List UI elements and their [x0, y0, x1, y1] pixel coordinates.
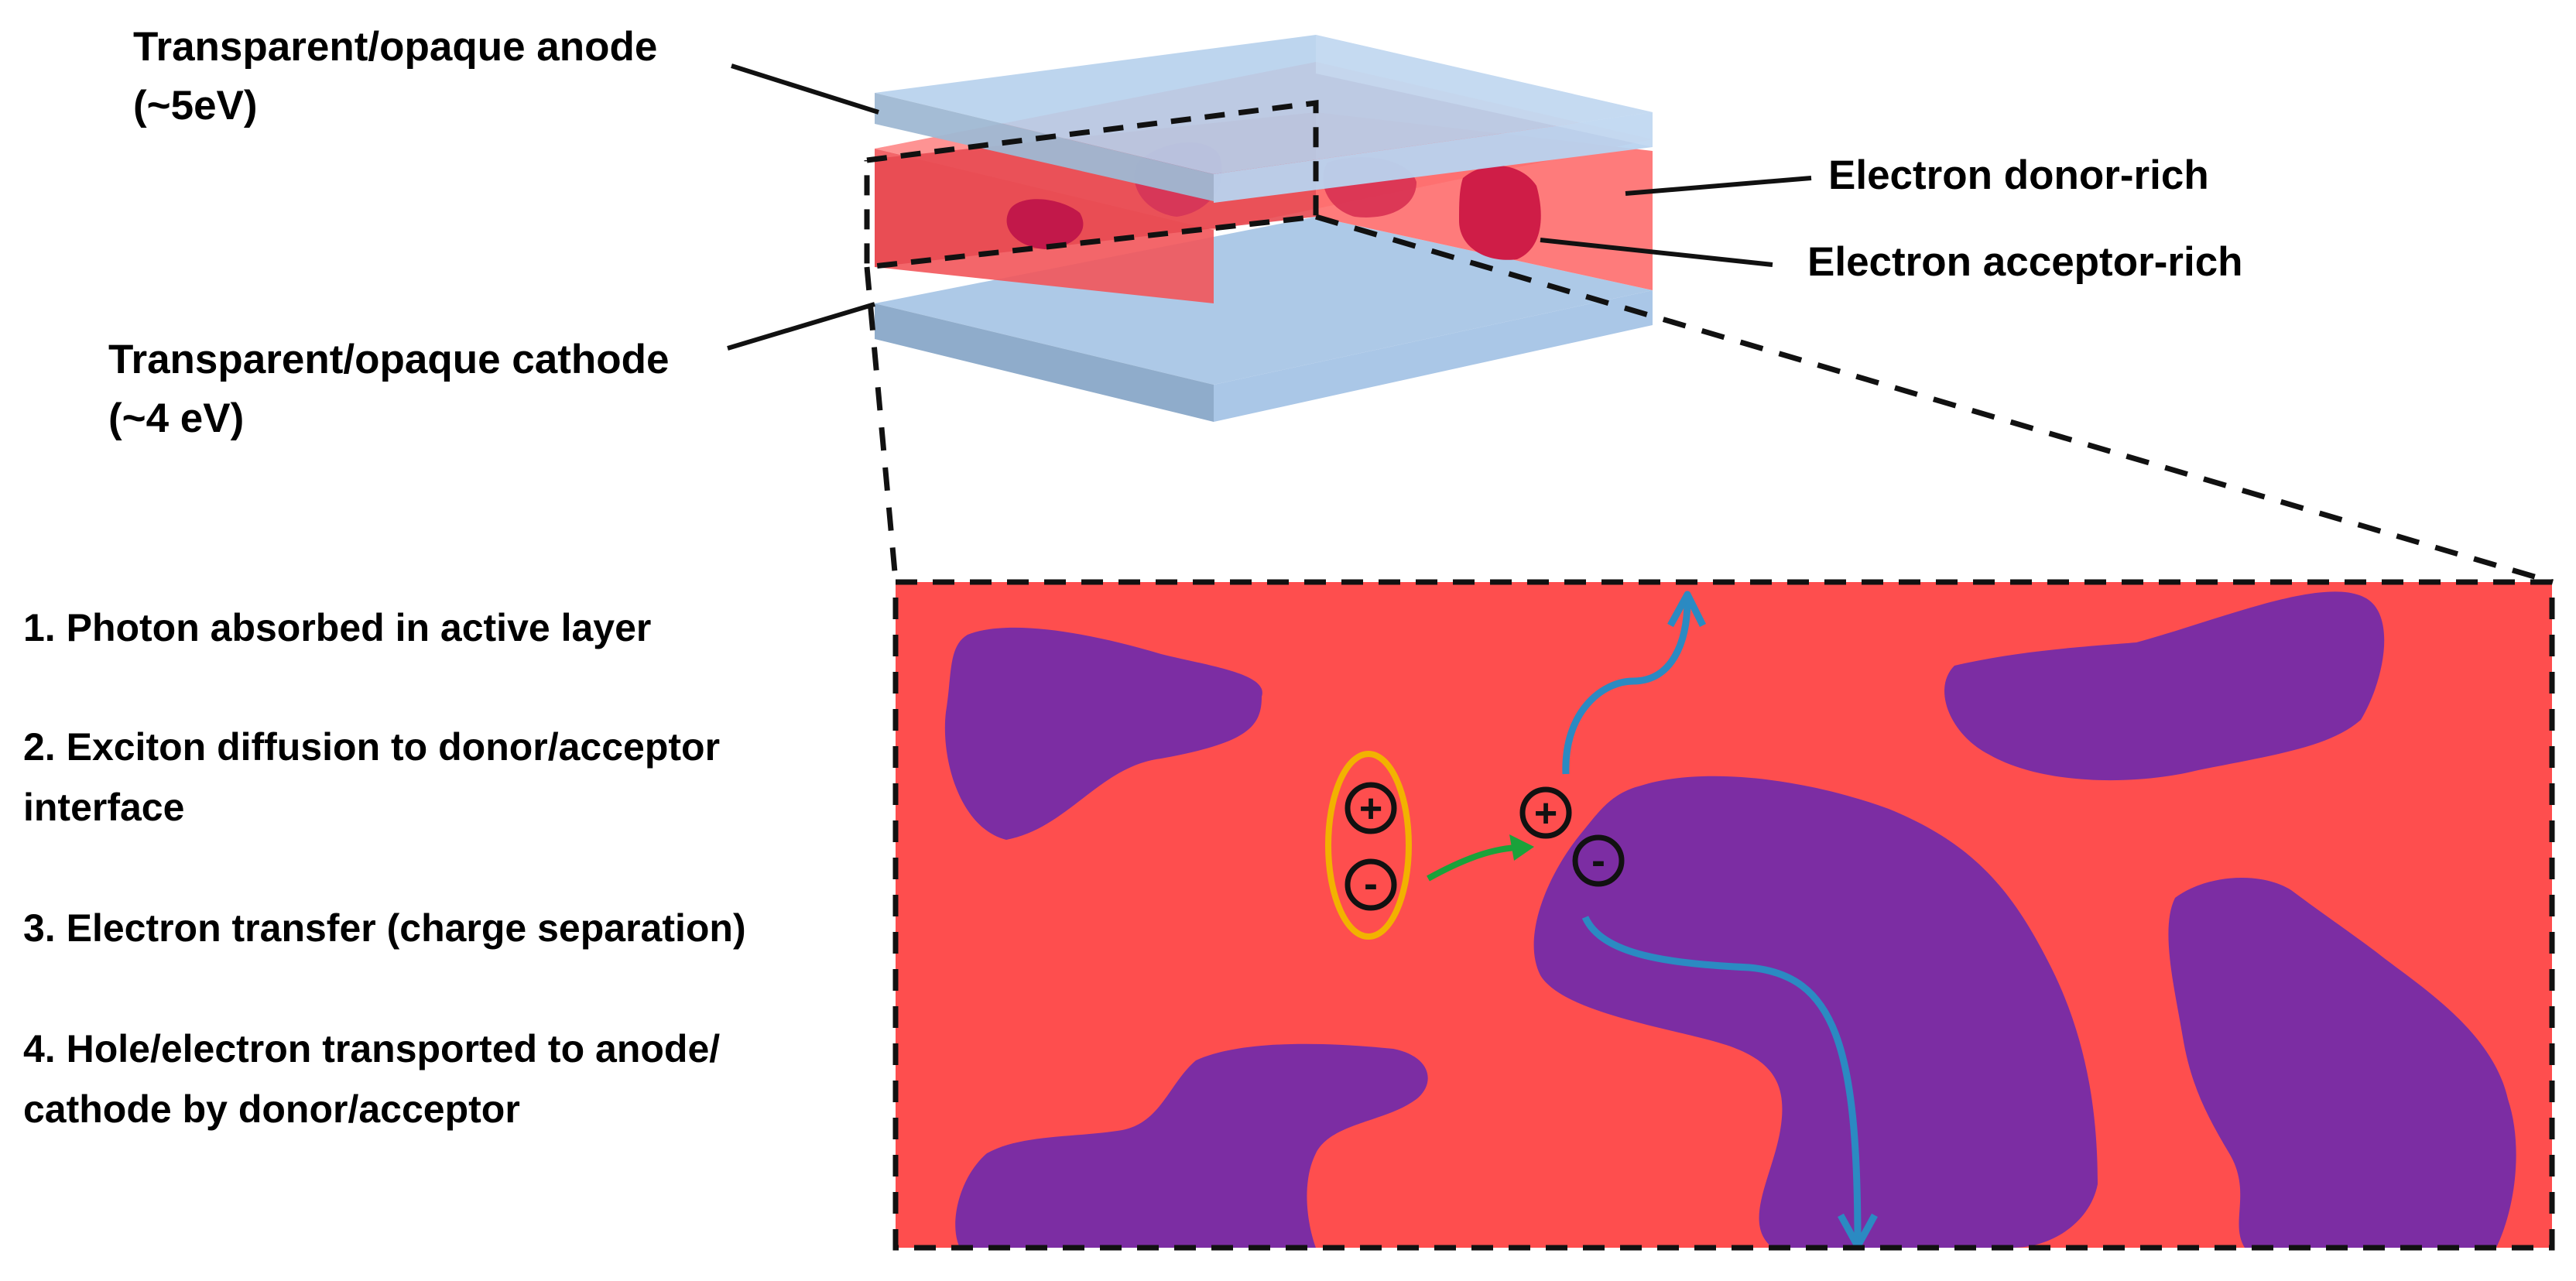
donor-label-text: Electron donor-rich [1828, 152, 2209, 198]
anode-label: Transparent/opaque anode [133, 26, 657, 67]
zoom-line-left [864, 266, 899, 581]
cathode-label-line1: Transparent/opaque cathode [108, 337, 670, 382]
acceptor-label-text: Electron acceptor-rich [1807, 239, 2243, 285]
exciton-ring [1325, 751, 1412, 940]
step-3: 3. Electron transfer (charge separation) [23, 909, 746, 947]
cathode-layer [875, 217, 1653, 422]
step-4-text-line2: cathode by donor/acceptor [23, 1087, 520, 1131]
step-2-text-line2: interface [23, 786, 185, 829]
cathode-label: Transparent/opaque cathode [108, 339, 669, 380]
acceptor-domain [944, 627, 1262, 840]
hole-symbol: + [1534, 791, 1557, 836]
step-1-text: 1. Photon absorbed in active layer [23, 606, 652, 649]
exciton-electron: - [1345, 858, 1397, 911]
acceptor-domain [1944, 591, 2385, 781]
step-4-text: 4. Hole/electron transported to anode/ [23, 1027, 721, 1070]
step-3-text: 3. Electron transfer (charge separation) [23, 906, 746, 950]
acceptor-leader [1540, 238, 1773, 267]
exciton-hole: + [1345, 782, 1397, 834]
leader-lines [727, 63, 1812, 351]
donor-leader [1625, 176, 1812, 196]
anode-label-line2: (~5eV) [133, 83, 258, 128]
cathode-leader [727, 302, 875, 351]
anode-label-line1: Transparent/opaque anode [133, 24, 658, 70]
step-2-continued: interface [23, 788, 184, 827]
zoomed-active-layer: + - + - [892, 579, 2555, 1251]
zoom-frame [892, 579, 2555, 1251]
acceptor-domain [1533, 776, 2098, 1248]
cathode-label-line2: (~4 eV) [108, 396, 245, 441]
zoom-line-right [1315, 214, 2554, 585]
anode-leader [731, 63, 879, 115]
acceptor-blob [1459, 165, 1541, 260]
anode-layer [875, 35, 1653, 203]
step-4: 4. Hole/electron transported to anode/ [23, 1029, 720, 1068]
separated-hole: + [1519, 786, 1572, 839]
cathode-energy-label: (~4 eV) [108, 398, 244, 439]
anode-energy-label: (~5eV) [133, 85, 258, 126]
acceptor-domain [955, 1043, 1428, 1248]
donor-label: Electron donor-rich [1828, 155, 2209, 196]
hole-symbol: + [1359, 786, 1382, 831]
hole-transport-arrow [1562, 591, 1707, 775]
electron-transfer-arrow [1427, 834, 1534, 882]
acceptor-label: Electron acceptor-rich [1807, 241, 2243, 283]
step-4-continued: cathode by donor/acceptor [23, 1090, 520, 1129]
electron-symbol: - [1591, 837, 1605, 884]
step-1: 1. Photon absorbed in active layer [23, 608, 651, 647]
acceptor-domain [2168, 877, 2516, 1248]
step-2: 2. Exciton diffusion to donor/acceptor [23, 728, 720, 766]
device-stack [864, 35, 1653, 422]
zoom-lines [864, 214, 2554, 585]
acceptor-blob [1006, 199, 1084, 249]
step-2-text: 2. Exciton diffusion to donor/acceptor [23, 725, 721, 769]
electron-symbol: - [1364, 861, 1378, 907]
separated-electron: - [1572, 834, 1625, 887]
